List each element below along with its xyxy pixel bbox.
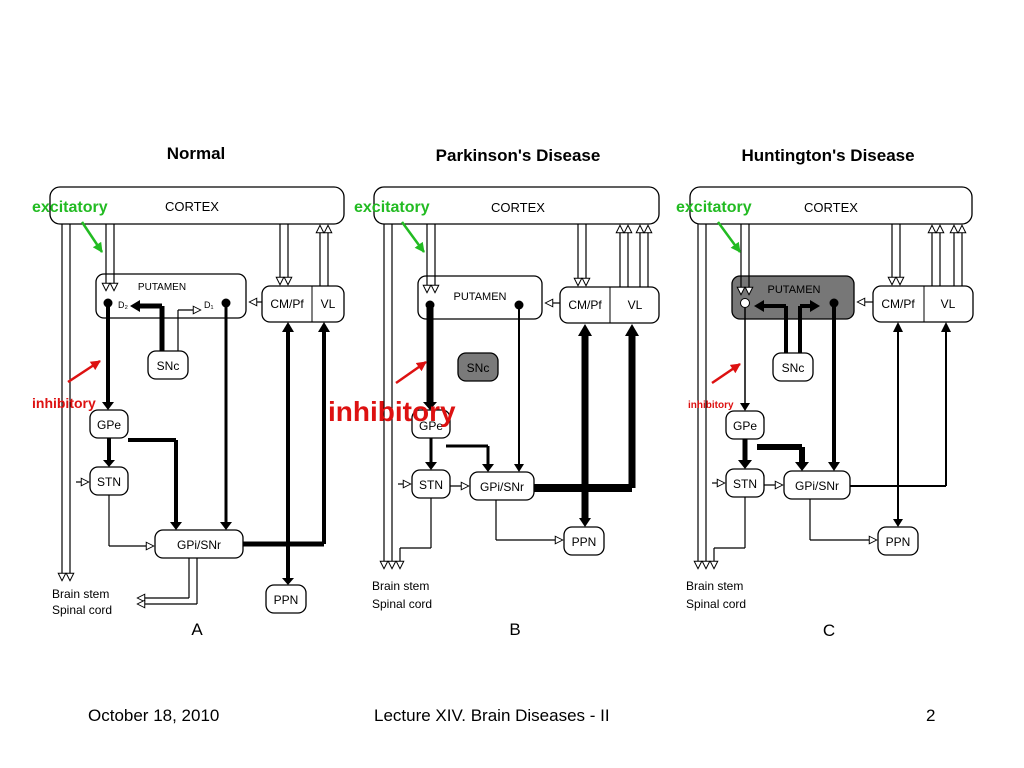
inhibitory-pointer xyxy=(711,362,741,385)
gpisnr-label: GPi/SNr xyxy=(480,480,524,494)
inhibitory-pointer xyxy=(67,359,101,384)
inhibitory-annotation: inhibitory xyxy=(688,400,734,411)
vl-label: VL xyxy=(321,297,336,311)
panel-title: Huntington's Disease xyxy=(741,146,914,165)
putamen-label: PUTAMEN xyxy=(454,291,507,303)
panel-letter: A xyxy=(191,620,203,639)
spinalcord-label: Spinal cord xyxy=(52,603,112,617)
gpe-label: GPe xyxy=(419,419,443,433)
d1-label: D₁ xyxy=(204,300,214,310)
excitatory-annotation: excitatory xyxy=(32,199,108,216)
putamen-box xyxy=(417,275,543,320)
d2-neuron-lost xyxy=(740,298,750,308)
footer-title: Lecture XIV. Brain Diseases - II xyxy=(374,706,610,725)
ppn-label: PPN xyxy=(274,593,299,607)
panel-huntingtons: Huntington's Disease CORTEX PUTAMEN CM/P… xyxy=(676,146,974,640)
d2-label: D₂ xyxy=(118,300,128,310)
inhibitory-pointer xyxy=(395,360,427,385)
footer-page-number: 2 xyxy=(926,706,936,725)
d1-neuron xyxy=(514,300,524,310)
gpe-label: GPe xyxy=(97,418,121,432)
inhibitory-projections xyxy=(738,300,951,527)
cortex-label: CORTEX xyxy=(491,200,545,215)
cmpf-label: CM/Pf xyxy=(881,297,915,311)
vl-label: VL xyxy=(941,297,956,311)
brainstem-label: Brain stem xyxy=(686,579,743,593)
ppn-label: PPN xyxy=(572,535,597,549)
spinalcord-label: Spinal cord xyxy=(686,597,746,611)
snc-label: SNc xyxy=(157,359,180,373)
excitatory-pointer xyxy=(80,221,104,253)
vl-label: VL xyxy=(628,298,643,312)
putamen-box xyxy=(95,273,247,319)
panel-letter: B xyxy=(509,620,520,639)
gpisnr-label: GPi/SNr xyxy=(177,538,221,552)
d1-neuron xyxy=(829,298,839,308)
cortex-box xyxy=(49,186,345,225)
ppn-box xyxy=(265,584,307,614)
inhibitory-projections xyxy=(102,300,330,585)
footer-date: October 18, 2010 xyxy=(88,706,220,725)
ppn-box xyxy=(563,526,605,556)
cortex-label: CORTEX xyxy=(804,200,858,215)
panel-parkinsons: Parkinson's Disease CORTEX PUTAMEN CM/Pf… xyxy=(328,146,660,639)
brainstem-label: Brain stem xyxy=(52,587,109,601)
stn-label: STN xyxy=(419,478,443,492)
d2-neuron xyxy=(103,298,113,308)
spinalcord-label: Spinal cord xyxy=(372,597,432,611)
putamen-label: PUTAMEN xyxy=(768,284,821,296)
snc-box-degenerated xyxy=(457,352,499,382)
excitatory-projections xyxy=(698,224,962,568)
stn-label: STN xyxy=(733,477,757,491)
panel-title: Parkinson's Disease xyxy=(436,146,601,165)
inhibitory-annotation: inhibitory xyxy=(32,395,96,411)
panel-letter: C xyxy=(823,621,835,640)
excitatory-annotation: excitatory xyxy=(354,199,430,216)
excitatory-projections xyxy=(384,224,648,568)
snc-label: SNc xyxy=(467,361,490,375)
snc-box xyxy=(772,352,814,382)
thalamus-box xyxy=(872,285,974,323)
gpe-label: GPe xyxy=(733,419,757,433)
stn-label: STN xyxy=(97,475,121,489)
excitatory-annotation: excitatory xyxy=(676,199,752,216)
panel-title: Normal xyxy=(167,144,226,163)
cmpf-label: CM/Pf xyxy=(568,298,602,312)
inhibitory-projections xyxy=(423,308,639,527)
gpisnr-label: GPi/SNr xyxy=(795,479,839,493)
cortex-box xyxy=(689,186,973,225)
ppn-label: PPN xyxy=(886,535,911,549)
panel-normal: Normal CORTEX PUTAMEN D₂ D₁ CM/Pf VL SNc… xyxy=(32,144,345,639)
d1-neuron xyxy=(221,298,231,308)
excitatory-projections xyxy=(62,224,328,604)
cortex-label: CORTEX xyxy=(165,199,219,214)
snc-label: SNc xyxy=(782,361,805,375)
excitatory-pointer xyxy=(716,221,742,253)
excitatory-pointer xyxy=(400,221,426,253)
snc-box xyxy=(147,350,189,380)
cortex-box xyxy=(373,186,660,225)
cmpf-label: CM/Pf xyxy=(270,297,304,311)
thalamus-box xyxy=(261,285,345,323)
putamen-label: PUTAMEN xyxy=(138,282,186,293)
inhibitory-annotation: inhibitory xyxy=(328,396,456,427)
brainstem-label: Brain stem xyxy=(372,579,429,593)
d2-neuron xyxy=(425,300,435,310)
